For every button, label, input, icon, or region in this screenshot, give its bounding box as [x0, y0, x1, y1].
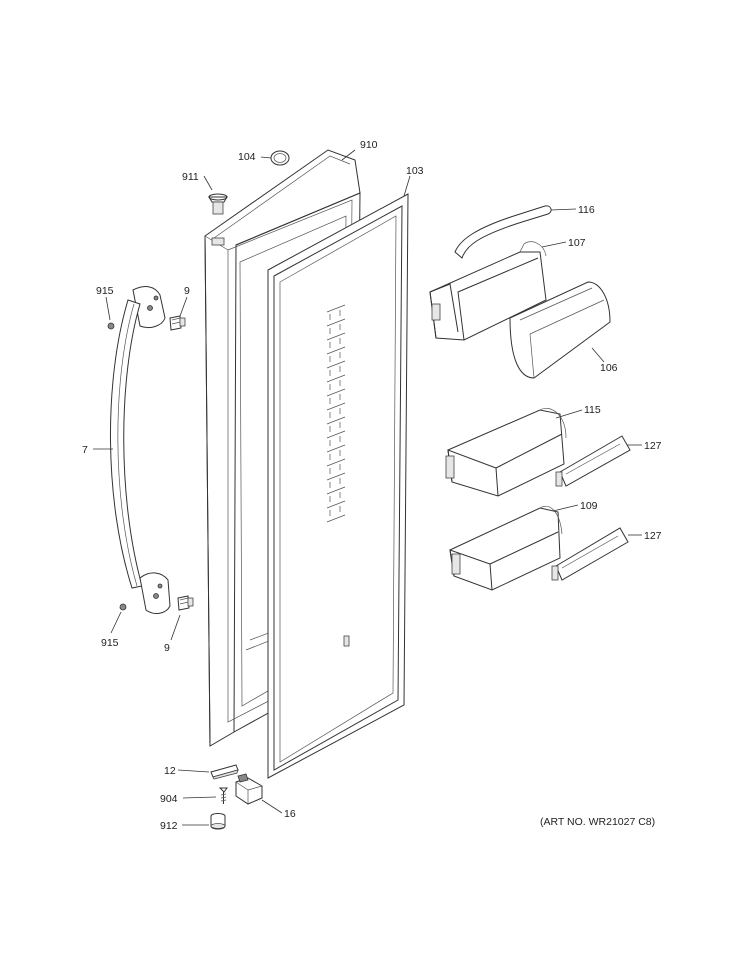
door-bin-lower	[449, 506, 563, 591]
callout-labels: 104 910 911 103 116 107 915 9 106 115 7 …	[82, 139, 662, 832]
bottom-hinge-bushing	[210, 813, 226, 830]
callout-915-upper: 915	[96, 285, 114, 297]
art-number: (ART NO. WR21027 C8)	[540, 816, 656, 828]
callout-7: 7	[82, 444, 88, 456]
handle-stud-lower	[177, 595, 194, 611]
callout-106: 106	[600, 362, 618, 374]
callout-104: 104	[238, 151, 256, 163]
door-gasket	[267, 193, 409, 779]
door-handle	[110, 286, 171, 614]
hinge-cam	[210, 764, 239, 780]
callout-115: 115	[584, 404, 601, 416]
set-screw-lower	[119, 603, 127, 611]
callout-9-lower: 9	[164, 642, 170, 654]
bin-front-upper	[555, 435, 631, 487]
callout-103: 103	[406, 165, 424, 177]
handle-stud-upper	[169, 315, 186, 331]
hinge-screw	[218, 787, 228, 804]
callout-107: 107	[568, 237, 586, 249]
callout-915-lower: 915	[101, 637, 119, 649]
callout-12: 12	[164, 765, 176, 777]
callout-9-upper: 9	[184, 285, 190, 297]
leader-lines	[93, 149, 642, 826]
bin-cover	[509, 281, 611, 379]
callout-127-lower: 127	[644, 530, 662, 542]
callout-904: 904	[160, 793, 178, 805]
callout-911: 911	[182, 171, 199, 183]
door-bin-middle	[445, 408, 567, 497]
callout-127-upper: 127	[644, 440, 662, 452]
top-hinge-bushing	[208, 193, 228, 215]
set-screw-upper	[107, 322, 115, 330]
door-stop	[235, 773, 263, 805]
bin-front-lower	[551, 527, 629, 581]
shelf-rails	[326, 304, 350, 647]
callout-912: 912	[160, 820, 178, 832]
callout-109: 109	[580, 500, 598, 512]
callout-910: 910	[360, 139, 378, 151]
bin-bar	[454, 205, 552, 259]
callout-16: 16	[284, 808, 296, 820]
callout-116: 116	[578, 204, 595, 216]
door-bin-upper	[429, 241, 547, 341]
